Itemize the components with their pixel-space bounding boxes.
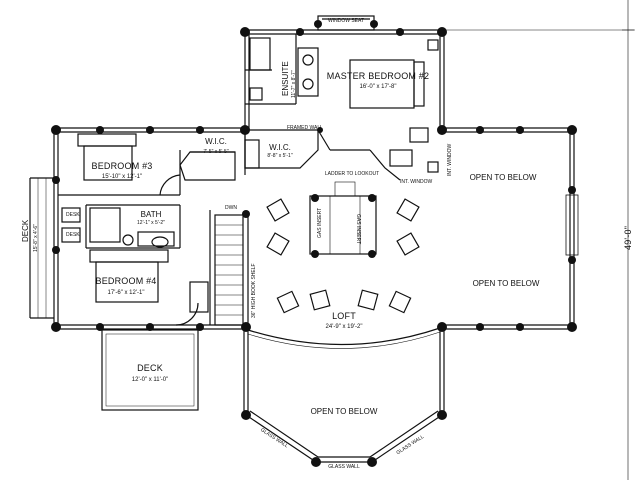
side-deck-title: DECK xyxy=(21,219,30,242)
wic-walls xyxy=(179,129,401,181)
down-note: DWN xyxy=(225,205,237,211)
bedroom3-furniture xyxy=(58,133,181,196)
master-bed xyxy=(349,39,439,173)
wic1-dims: 7'-5" x 5'-5" xyxy=(203,149,229,155)
ensuite-walls xyxy=(245,34,319,105)
bedroom3-title: BEDROOM #3 xyxy=(91,161,153,171)
int-window-side: INT. WINDOW xyxy=(447,143,453,176)
window-seat-label: WINDOW SEAT xyxy=(327,18,365,24)
gas-insert-right: GAS INSERT xyxy=(355,214,361,245)
glass-wall-bay xyxy=(243,330,445,463)
desk-label-lower: DESK xyxy=(66,232,80,238)
bath-title: BATH xyxy=(140,210,162,219)
ladder-note: LADDER TO LOOKOUT xyxy=(324,171,380,177)
desks xyxy=(29,177,81,319)
log-posts xyxy=(51,20,577,467)
loft-dims: 24'-9" x 19'-2" xyxy=(325,324,363,330)
glass-wall-center: GLASS WALL xyxy=(328,464,360,470)
loft-chairs xyxy=(266,198,420,314)
wic2-title: W.I.C. xyxy=(269,143,291,152)
staircase xyxy=(214,214,249,328)
int-window-bottom: INT. WINDOW xyxy=(400,179,433,185)
bath-fixtures xyxy=(85,204,181,249)
open-to-below-right-upper: OPEN TO BELOW xyxy=(469,173,537,182)
loft-title: LOFT xyxy=(332,311,356,321)
bedroom4-dims: 17'-6" x 12'-1" xyxy=(107,290,145,296)
loft-railing xyxy=(247,327,441,346)
fireplace xyxy=(309,181,377,255)
dimension-line xyxy=(622,0,634,480)
ensuite-title: ENSUITE xyxy=(281,61,290,96)
overall-dimension: 49'-0" xyxy=(623,225,633,250)
bedroom4-title: BEDROOM #4 xyxy=(95,276,157,286)
front-deck-title: DECK xyxy=(137,363,163,373)
framed-wall-note: FRAMED WALL xyxy=(287,125,323,131)
side-deck-dims: 15'-8" x 4'-6" xyxy=(33,224,39,252)
master-bedroom-title: MASTER BEDROOM #2 xyxy=(326,71,430,81)
open-to-below-right-lower: OPEN TO BELOW xyxy=(472,279,540,288)
ensuite-dims: 11'-7" x 8'-7" xyxy=(291,70,297,98)
open-to-below-bottom: OPEN TO BELOW xyxy=(310,407,378,416)
bedroom4-furniture xyxy=(89,210,211,326)
desk-label-upper: DESK xyxy=(66,212,80,218)
bedroom3-dims: 15'-10" x 12'-1" xyxy=(101,174,143,180)
bath-dims: 12'-1" x 5'-2" xyxy=(137,220,165,226)
wic1-title: W.I.C. xyxy=(205,137,227,146)
bookshelf-note: 36" HIGH BOOK SHELF xyxy=(251,263,257,318)
wic2-dims: 8'-8" x 5'-1" xyxy=(267,153,293,159)
right-window-bay xyxy=(565,194,579,256)
master-bedroom-dims: 16'-0" x 17'-8" xyxy=(359,84,397,90)
front-deck-dims: 12'-0" x 11'-0" xyxy=(131,377,169,383)
gas-insert-left: GAS INSERT xyxy=(317,207,323,238)
